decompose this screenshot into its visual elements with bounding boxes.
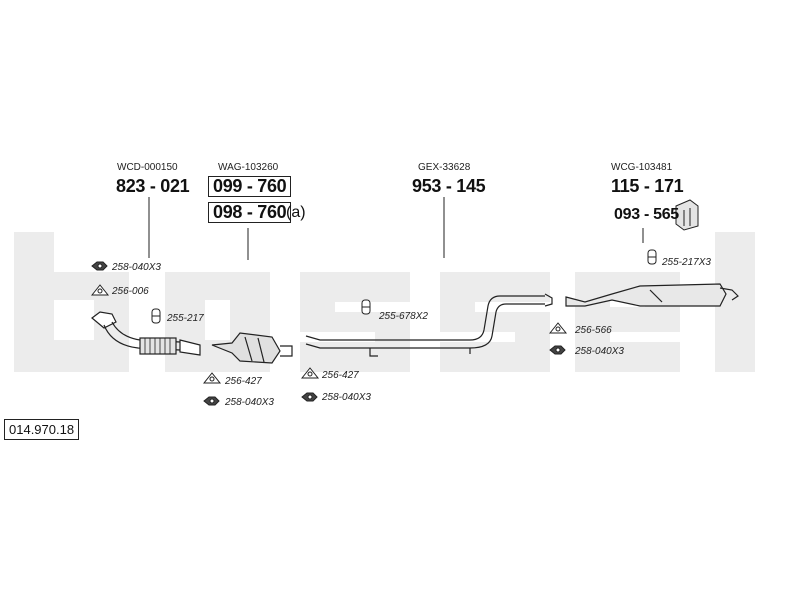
accessory-label: 255-678X2 — [379, 311, 428, 322]
accessory-label: 256-427 — [225, 376, 262, 387]
part-number: 093 - 565 — [614, 206, 679, 223]
accessory-label: 256-427 — [322, 370, 359, 381]
catalytic-converter — [211, 332, 293, 364]
part-ref-label: WAG-103260 — [218, 162, 279, 173]
part-number: 115 - 171 — [611, 176, 684, 196]
gasket-icon — [202, 372, 222, 384]
front-pipe — [91, 311, 201, 356]
accessory-label: 258-040X3 — [575, 346, 624, 357]
bracket-icon — [675, 199, 699, 231]
nut-icon — [301, 392, 318, 402]
part-number: 098 - 760 — [208, 202, 292, 223]
accessory-label: 256-566 — [575, 325, 612, 336]
part-number: 099 - 760 — [208, 176, 292, 197]
accessory-label: 256-006 — [112, 286, 149, 297]
nut-icon — [91, 261, 108, 271]
middle-pipe — [305, 293, 553, 357]
accessory-label: 258-040X3 — [225, 397, 274, 408]
rubber-hanger-icon — [151, 308, 161, 324]
accessory-label: 258-040X3 — [112, 262, 161, 273]
rubber-hanger-icon — [647, 249, 657, 265]
rubber-hanger-icon — [361, 299, 371, 315]
part-suffix: (a) — [286, 204, 306, 221]
gasket-icon — [90, 284, 110, 296]
accessory-label: 255-217 — [167, 313, 204, 324]
part-number: 953 - 145 — [412, 176, 486, 196]
part-ref-label: WCD-000150 — [117, 162, 178, 173]
leader-lines — [148, 197, 644, 260]
nut-icon — [549, 345, 566, 355]
gasket-icon — [548, 322, 568, 334]
accessory-label: 255-217X3 — [662, 257, 711, 268]
gasket-icon — [300, 367, 320, 379]
nut-icon — [203, 396, 220, 406]
accessory-label: 258-040X3 — [322, 392, 371, 403]
part-ref-label: WCG-103481 — [611, 162, 673, 173]
rear-silencer — [565, 283, 739, 307]
part-number: 823 - 021 — [116, 176, 190, 196]
part-ref-label: GEX-33628 — [418, 162, 471, 173]
diagram-code: 014.970.18 — [4, 419, 80, 440]
